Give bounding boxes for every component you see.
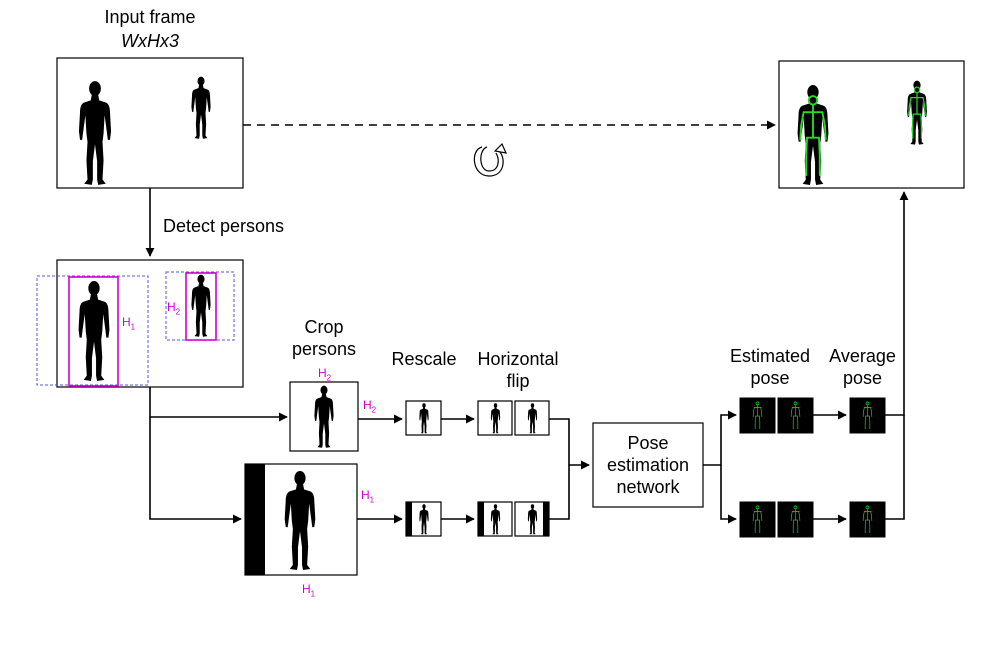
bounding-box <box>185 272 217 341</box>
detect-persons-label: Detect persons <box>163 216 285 236</box>
height-label-h1: H1 <box>361 488 375 505</box>
estimated-pose-label: Estimated pose <box>729 346 811 388</box>
loop-arrow-icon <box>473 142 508 177</box>
horizontal-flip-label: Horizontal flip <box>477 349 559 391</box>
padding-bar <box>406 502 412 536</box>
input-frame-title: Input frame <box>104 7 196 27</box>
arrow-merge <box>549 465 570 520</box>
padding-bar <box>543 502 549 536</box>
detection-frame-box <box>56 259 244 388</box>
arrow-split <box>703 410 737 466</box>
height-label-h2: H2 <box>167 300 181 317</box>
pose-network-label: Pose estimation network <box>606 433 690 497</box>
height-label-h2: H2 <box>363 398 377 415</box>
height-label-h1: H1 <box>122 315 136 332</box>
arrow-branch-lower <box>149 417 242 524</box>
arrow-split <box>720 465 737 524</box>
height-label-h1: H1 <box>302 582 316 599</box>
arrow-merge <box>549 418 590 470</box>
arrow-output <box>885 415 905 520</box>
padding-bar <box>245 464 265 575</box>
bounding-box <box>68 276 119 387</box>
dashed-crop-box <box>36 275 149 386</box>
pose-network-box <box>592 422 704 508</box>
input-frame-dims: WxHx3 <box>121 31 179 51</box>
rescale-label: Rescale <box>391 349 457 369</box>
average-pose-label: Average pose <box>829 346 896 388</box>
crop-persons-label: Crop persons <box>291 317 357 359</box>
padding-bar <box>478 502 484 536</box>
input-frame-box <box>56 57 244 189</box>
height-label-h2: H2 <box>318 366 332 383</box>
arrow-branch-upper <box>149 387 288 422</box>
